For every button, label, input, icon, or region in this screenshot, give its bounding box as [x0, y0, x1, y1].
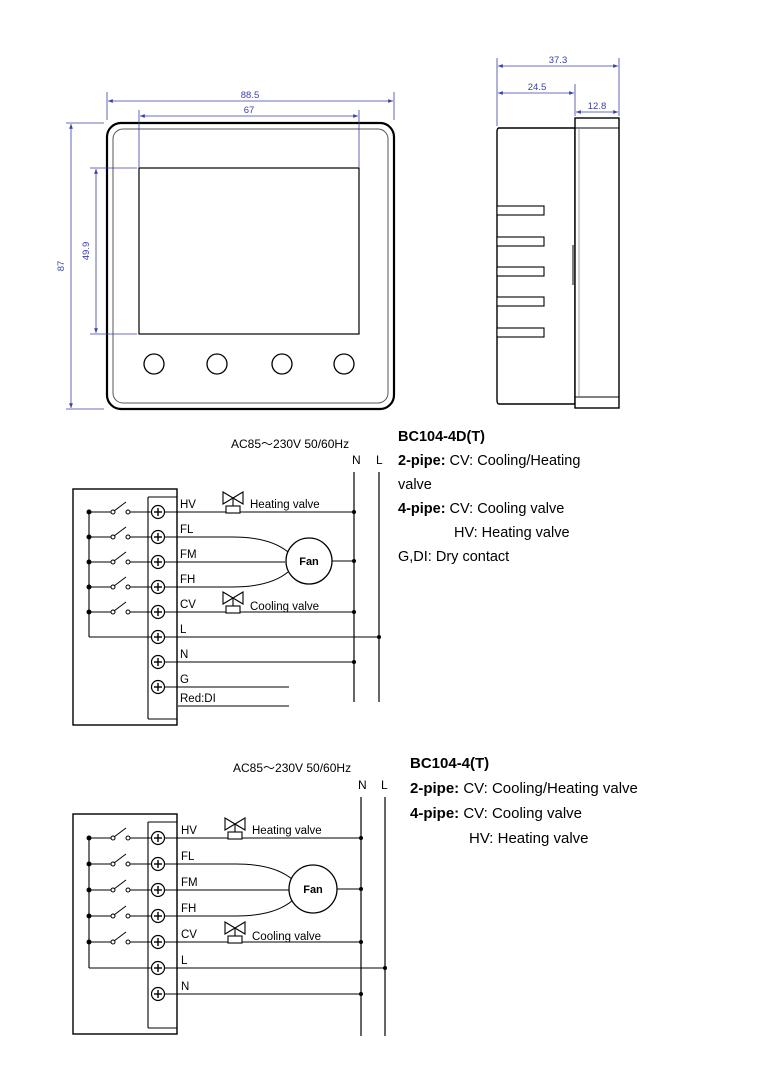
fan-label-2: Fan: [303, 884, 323, 896]
front-button-3: [271, 353, 293, 375]
front-view: 88.5 67 87 49.9: [56, 90, 396, 411]
terminal-n-2: N: [181, 981, 189, 993]
line-label: L: [376, 453, 383, 467]
terminal-fh: FH: [180, 574, 195, 586]
terminal-l: L: [180, 624, 187, 636]
terminal-hv: HV: [180, 499, 196, 511]
legend-bc104-4: BC104-4(T) 2-pipe: CV: Cooling/Heating v…: [410, 751, 638, 851]
front-button-1: [143, 353, 165, 375]
terminal-hv-2: HV: [181, 825, 197, 837]
two-pipe-value-1: CV: Cooling/Heating: [445, 453, 581, 469]
dim-back-depth: 12.8: [588, 101, 607, 112]
line-label-2: L: [381, 778, 388, 792]
heating-valve-label: Heating valve: [250, 499, 320, 511]
terminal-fl: FL: [180, 524, 194, 536]
fan-label: Fan: [299, 556, 319, 568]
terminal-n: N: [180, 649, 188, 661]
dim-total-depth: 37.3: [549, 55, 568, 66]
four-pipe-hv-1: HV: Heating valve: [454, 525, 570, 541]
two-pipe-key-1: 2-pipe:: [398, 453, 446, 469]
dry-contact-1: G,DI: Dry contact: [398, 549, 510, 565]
terminal-fm-2: FM: [181, 877, 198, 889]
model-title-2: BC104-4(T): [410, 755, 490, 772]
four-pipe-hv-2: HV: Heating valve: [469, 830, 589, 847]
two-pipe-cont-1: valve: [398, 477, 432, 493]
wiring-diagram-bc104-4: AC85～230V 50/60Hz N L HV FL FM FH CV L N: [72, 761, 388, 1036]
supply-label: AC85～230V 50/60Hz: [231, 437, 349, 451]
four-pipe-key-1: 4-pipe:: [398, 501, 446, 517]
dim-front-depth: 24.5: [528, 82, 547, 93]
terminal-l-2: L: [181, 955, 188, 967]
neutral-label: N: [352, 453, 361, 467]
four-pipe-value-2: CV: Cooling valve: [459, 805, 583, 822]
side-view: 37.3 24.5 12.8: [496, 55, 620, 409]
terminal-cv-2: CV: [181, 929, 197, 941]
terminal-fh-2: FH: [181, 903, 196, 915]
terminal-cv: CV: [180, 599, 196, 611]
front-button-2: [206, 353, 228, 375]
front-button-4: [333, 353, 355, 375]
dim-outer-width: 88.5: [241, 90, 260, 101]
dim-screen-height: 49.9: [81, 242, 92, 261]
two-pipe-key-2: 2-pipe:: [410, 780, 460, 797]
terminal-g: G: [180, 674, 189, 686]
model-title-1: BC104-4D(T): [398, 429, 486, 445]
four-pipe-value-1: CV: Cooling valve: [445, 501, 565, 517]
four-pipe-key-2: 4-pipe:: [410, 805, 460, 822]
terminal-fl-2: FL: [181, 851, 195, 863]
two-pipe-value-2: CV: Cooling/Heating valve: [459, 780, 638, 797]
cooling-valve-label: Cooling valve: [250, 601, 319, 613]
relay-switches: [86, 501, 151, 615]
dim-outer-height: 87: [56, 261, 67, 272]
cooling-valve-label-2: Cooling valve: [252, 931, 321, 943]
dim-screen-width: 67: [244, 105, 255, 116]
supply-label-2: AC85～230V 50/60Hz: [233, 761, 351, 775]
neutral-label-2: N: [358, 778, 367, 792]
terminal-fm: FM: [180, 549, 197, 561]
terminal-red-di: Red:DI: [180, 693, 216, 705]
heating-valve-label-2: Heating valve: [252, 825, 322, 837]
legend-bc104-4d: BC104-4D(T) 2-pipe: CV: Cooling/Heating …: [398, 425, 580, 569]
relay-switches-2: [86, 827, 151, 945]
wiring-diagram-bc104-4d: AC85～230V 50/60Hz N L HV FL FM FH CV L N: [72, 437, 383, 726]
